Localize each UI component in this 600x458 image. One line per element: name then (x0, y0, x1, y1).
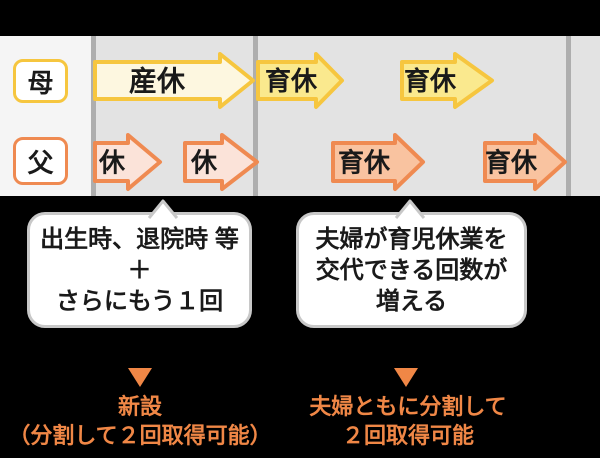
callout-line: 出生時、退院時 等 (40, 225, 239, 253)
callout-line: 増える (375, 287, 448, 315)
down-triangle-icon (394, 368, 418, 387)
arrow-maternity-leave-label: 産休 (129, 65, 186, 97)
down-triangle-icon (128, 368, 152, 387)
arrow-father-leave-2-label: 休 (190, 148, 218, 178)
callout-line: 交代できる回数が (315, 256, 508, 284)
timeline-arrows: 産休 育休 育休 休 休 育休 (93, 52, 567, 191)
bubble-tail-icon (148, 199, 178, 219)
note-line: （分割して２回取得可能） (8, 423, 272, 448)
arrow-father-leave-1-label: 休 (98, 148, 126, 178)
callout-line: ＋ (127, 256, 152, 284)
note-new-provision: 新設 （分割して２回取得可能） (0, 392, 280, 450)
callout-alternate-bubble: 夫婦が育児休業を 交代できる回数が 増える (296, 199, 527, 328)
father-label-box: 父 (13, 137, 68, 185)
arrow-father-childcare-leave-2: 育休 (483, 133, 567, 191)
timeline-band: 母 父 産休 育休 育休 休 (0, 36, 600, 196)
callout-line: さらにもう１回 (55, 287, 224, 315)
callout-line: 夫婦が育児休業を (315, 225, 508, 253)
father-label: 父 (27, 147, 54, 178)
note-line: 夫婦ともに分割して (309, 394, 507, 419)
timeline-divider-2 (253, 36, 258, 196)
mother-label: 母 (27, 67, 54, 98)
arrow-father-childcare-leave-2-label: 育休 (485, 148, 538, 178)
note-line: ２回取得可能 (341, 423, 474, 448)
arrow-mother-childcare-leave-1-label: 育休 (265, 66, 318, 96)
callout-birth-text: 出生時、退院時 等 ＋ さらにもう１回 (30, 215, 249, 325)
timeline-divider-1 (91, 36, 96, 196)
arrow-father-leave-1: 休 (93, 133, 162, 191)
note-split-acquisition: 夫婦ともに分割して ２回取得可能 (268, 392, 548, 450)
arrow-mother-childcare-leave-2: 育休 (400, 52, 494, 109)
callout-alternate-text: 夫婦が育児休業を 交代できる回数が 増える (299, 215, 524, 325)
arrow-mother-childcare-leave-2-label: 育休 (404, 66, 457, 96)
arrow-father-childcare-leave-1: 育休 (331, 133, 425, 191)
timeline-divider-3 (566, 36, 571, 196)
note-line: 新設 (117, 394, 162, 419)
callout-birth-bubble: 出生時、退院時 等 ＋ さらにもう１回 (27, 199, 252, 328)
arrow-mother-childcare-leave-1: 育休 (256, 52, 344, 109)
arrow-maternity-leave: 産休 (93, 52, 255, 109)
arrow-father-childcare-leave-1-label: 育休 (338, 148, 391, 178)
mother-label-box: 母 (13, 59, 68, 103)
bubble-tail-icon (395, 199, 425, 219)
arrow-father-leave-2: 休 (183, 133, 259, 191)
